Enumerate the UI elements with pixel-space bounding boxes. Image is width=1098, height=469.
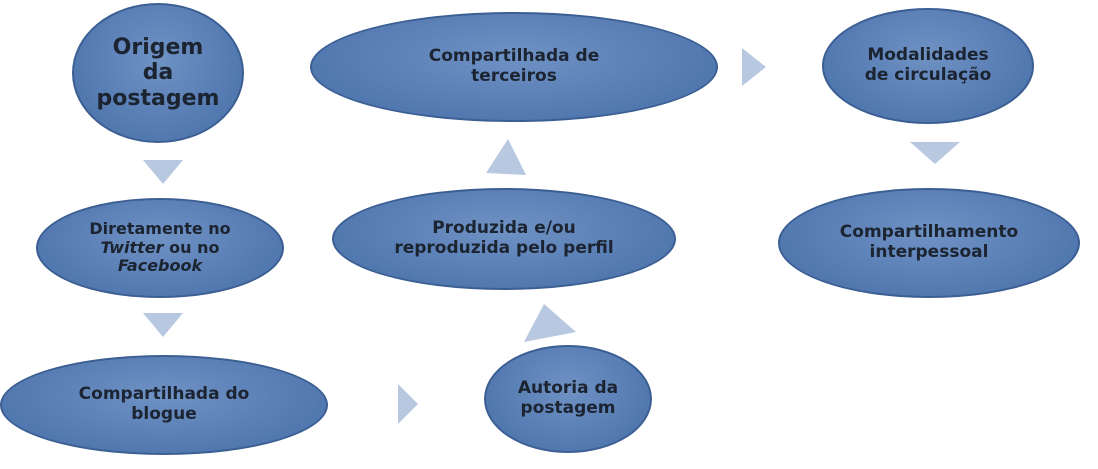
node-produzida-reproduzida-perfil: Produzida e/ou reproduzida pelo perfil	[332, 188, 676, 290]
origem-line-1: Origem	[112, 35, 204, 61]
node-compartilhada-de-terceiros: Compartilhada de terceiros	[310, 12, 718, 122]
autoria-line-2: postagem	[520, 398, 616, 418]
diretamente-line-2: Twitter ou no	[89, 237, 230, 257]
arrow-down-origem-to-diretamente-icon	[143, 160, 183, 184]
interpessoal-line-2: interpessoal	[869, 242, 989, 262]
blogue-line-2: blogue	[131, 404, 197, 424]
autoria-line-1: Autoria da	[517, 378, 619, 399]
node-autoria-da-postagem: Autoria da postagem	[484, 345, 652, 453]
node-diretamente-twitter-facebook: Diretamente no Twitter ou no Facebook	[36, 198, 284, 298]
diretamente-line-1: Diretamente no	[89, 219, 231, 239]
origem-line-2: da	[142, 60, 174, 86]
modalidades-line-1: Modalidades	[867, 45, 989, 66]
arrow-down-modalidades-to-interpessoal-icon	[910, 142, 960, 164]
blogue-line-1: Compartilhada do	[78, 384, 250, 405]
produzida-line-2: reproduzida pelo perfil	[394, 238, 614, 258]
arrow-up-right-autoria-to-produzida-icon	[524, 304, 576, 342]
node-modalidades-de-circulacao: Modalidades de circulação	[822, 8, 1034, 124]
node-origem-da-postagem: Origem da postagem	[72, 3, 244, 143]
modalidades-line-2: de circulação	[864, 65, 992, 85]
interpessoal-line-1: Compartilhamento	[839, 222, 1019, 243]
arrow-right-blogue-to-autoria-icon	[398, 384, 418, 424]
node-compartilhada-do-blogue: Compartilhada do blogue	[0, 355, 328, 455]
arrow-right-terceiros-to-modalidades-icon	[742, 48, 766, 86]
ou-no-text: ou no	[163, 237, 220, 257]
origem-line-3: postagem	[96, 85, 220, 111]
produzida-line-1: Produzida e/ou	[432, 218, 576, 239]
node-compartilhamento-interpessoal: Compartilhamento interpessoal	[778, 188, 1080, 298]
arrow-up-produzida-to-terceiros-icon	[486, 139, 526, 175]
terceiros-line-2: terceiros	[471, 66, 557, 86]
twitter-text: Twitter	[100, 237, 164, 257]
facebook-text: Facebook	[117, 256, 203, 276]
terceiros-line-1: Compartilhada de	[428, 46, 600, 67]
arrow-down-diretamente-to-blogue-icon	[143, 313, 183, 337]
diretamente-line-3: Facebook	[89, 256, 230, 276]
